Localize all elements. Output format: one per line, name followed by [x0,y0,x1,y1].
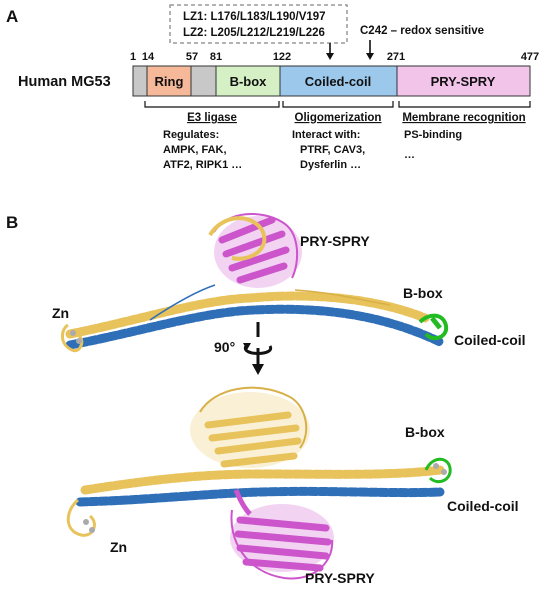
pos-1: 1 [130,51,136,63]
pos-477: 477 [521,51,539,63]
structure-top [61,213,449,353]
func-oligo-line-3: Dysferlin … [300,159,361,171]
func-e3-title: E3 ligase [187,112,237,124]
lz-box [169,4,348,44]
func-oligo-line-1: Interact with: [292,129,360,141]
top-coiled-coil-label: Coiled-coil [454,332,526,348]
bracket-oligo [282,101,394,108]
top-yellow-helix [65,291,430,339]
bottom-b-box-label: B-box [405,424,445,440]
bottom-zn-site [66,498,96,537]
bracket-e3 [144,101,280,108]
top-b-box-domain [418,313,449,341]
domain-b-box [215,65,281,97]
structure-bottom [66,386,452,580]
spacer-1 [132,65,148,97]
bottom-pry-spry-label: PRY-SPRY [305,570,375,586]
func-e3-line-1: Regulates: [163,129,219,141]
func-e3-line-3: ATF2, RIPK1 … [163,159,242,171]
protein-name: Human MG53 [18,74,111,90]
func-membrane-line-2: … [404,149,415,161]
bottom-coiled-coil-label: Coiled-coil [447,498,519,514]
bottom-b-box-domain [424,457,452,484]
pos-57: 57 [186,51,198,63]
top-yellow-domain [208,216,267,261]
lz2-label: LZ2: L205/L212/L219/L226 [183,27,325,39]
bottom-pry-spry-domain [230,489,334,580]
pos-271: 271 [387,51,405,63]
func-e3-line-2: AMPK, FAK, [163,144,227,156]
bottom-yellow-domain [190,386,310,468]
lz1-label: LZ1: L176/L183/L190/V197 [183,11,326,23]
spacer-2 [190,65,217,97]
redox-arrow [366,40,374,60]
top-zn-site [61,323,84,353]
pos-81: 81 [210,51,222,63]
top-loop [149,284,216,321]
rotation-label: 90° [214,339,235,355]
pos-122: 122 [273,51,291,63]
bottom-zn-label: Zn [110,539,127,555]
redox-label: C242 – redox sensitive [360,25,484,37]
panel-a-letter: A [6,7,18,26]
domain-b-box-label: B-box [230,74,268,89]
pos-14: 14 [142,51,155,63]
rotation-icon [243,322,272,375]
func-oligo-line-2: PTRF, CAV3, [300,144,365,156]
bracket-membrane [398,101,531,108]
domain-coiled-coil [279,65,398,97]
domain-pry-spry [396,65,531,97]
func-membrane-title: Membrane recognition [402,112,525,124]
top-b-box-label: B-box [403,285,443,301]
bottom-blue-helix [75,486,445,507]
domain-pry-spry-label: PRY-SPRY [431,74,496,89]
lz-arrow [326,43,334,60]
top-pry-spry-label: PRY-SPRY [300,233,370,249]
func-oligo-title: Oligomerization [295,112,382,124]
top-loop-2 [294,289,391,306]
domain-coiled-coil-label: Coiled-coil [305,74,371,89]
bottom-yellow-helix [80,465,445,495]
domain-ring-label: Ring [155,74,184,89]
panel-b-letter: B [6,213,18,232]
domain-bar: Ring B-box Coiled-coil PRY-SPRY [132,65,531,97]
top-zn-label: Zn [52,305,69,321]
top-blue-helix [65,304,445,350]
func-membrane-line-1: PS-binding [404,129,462,141]
